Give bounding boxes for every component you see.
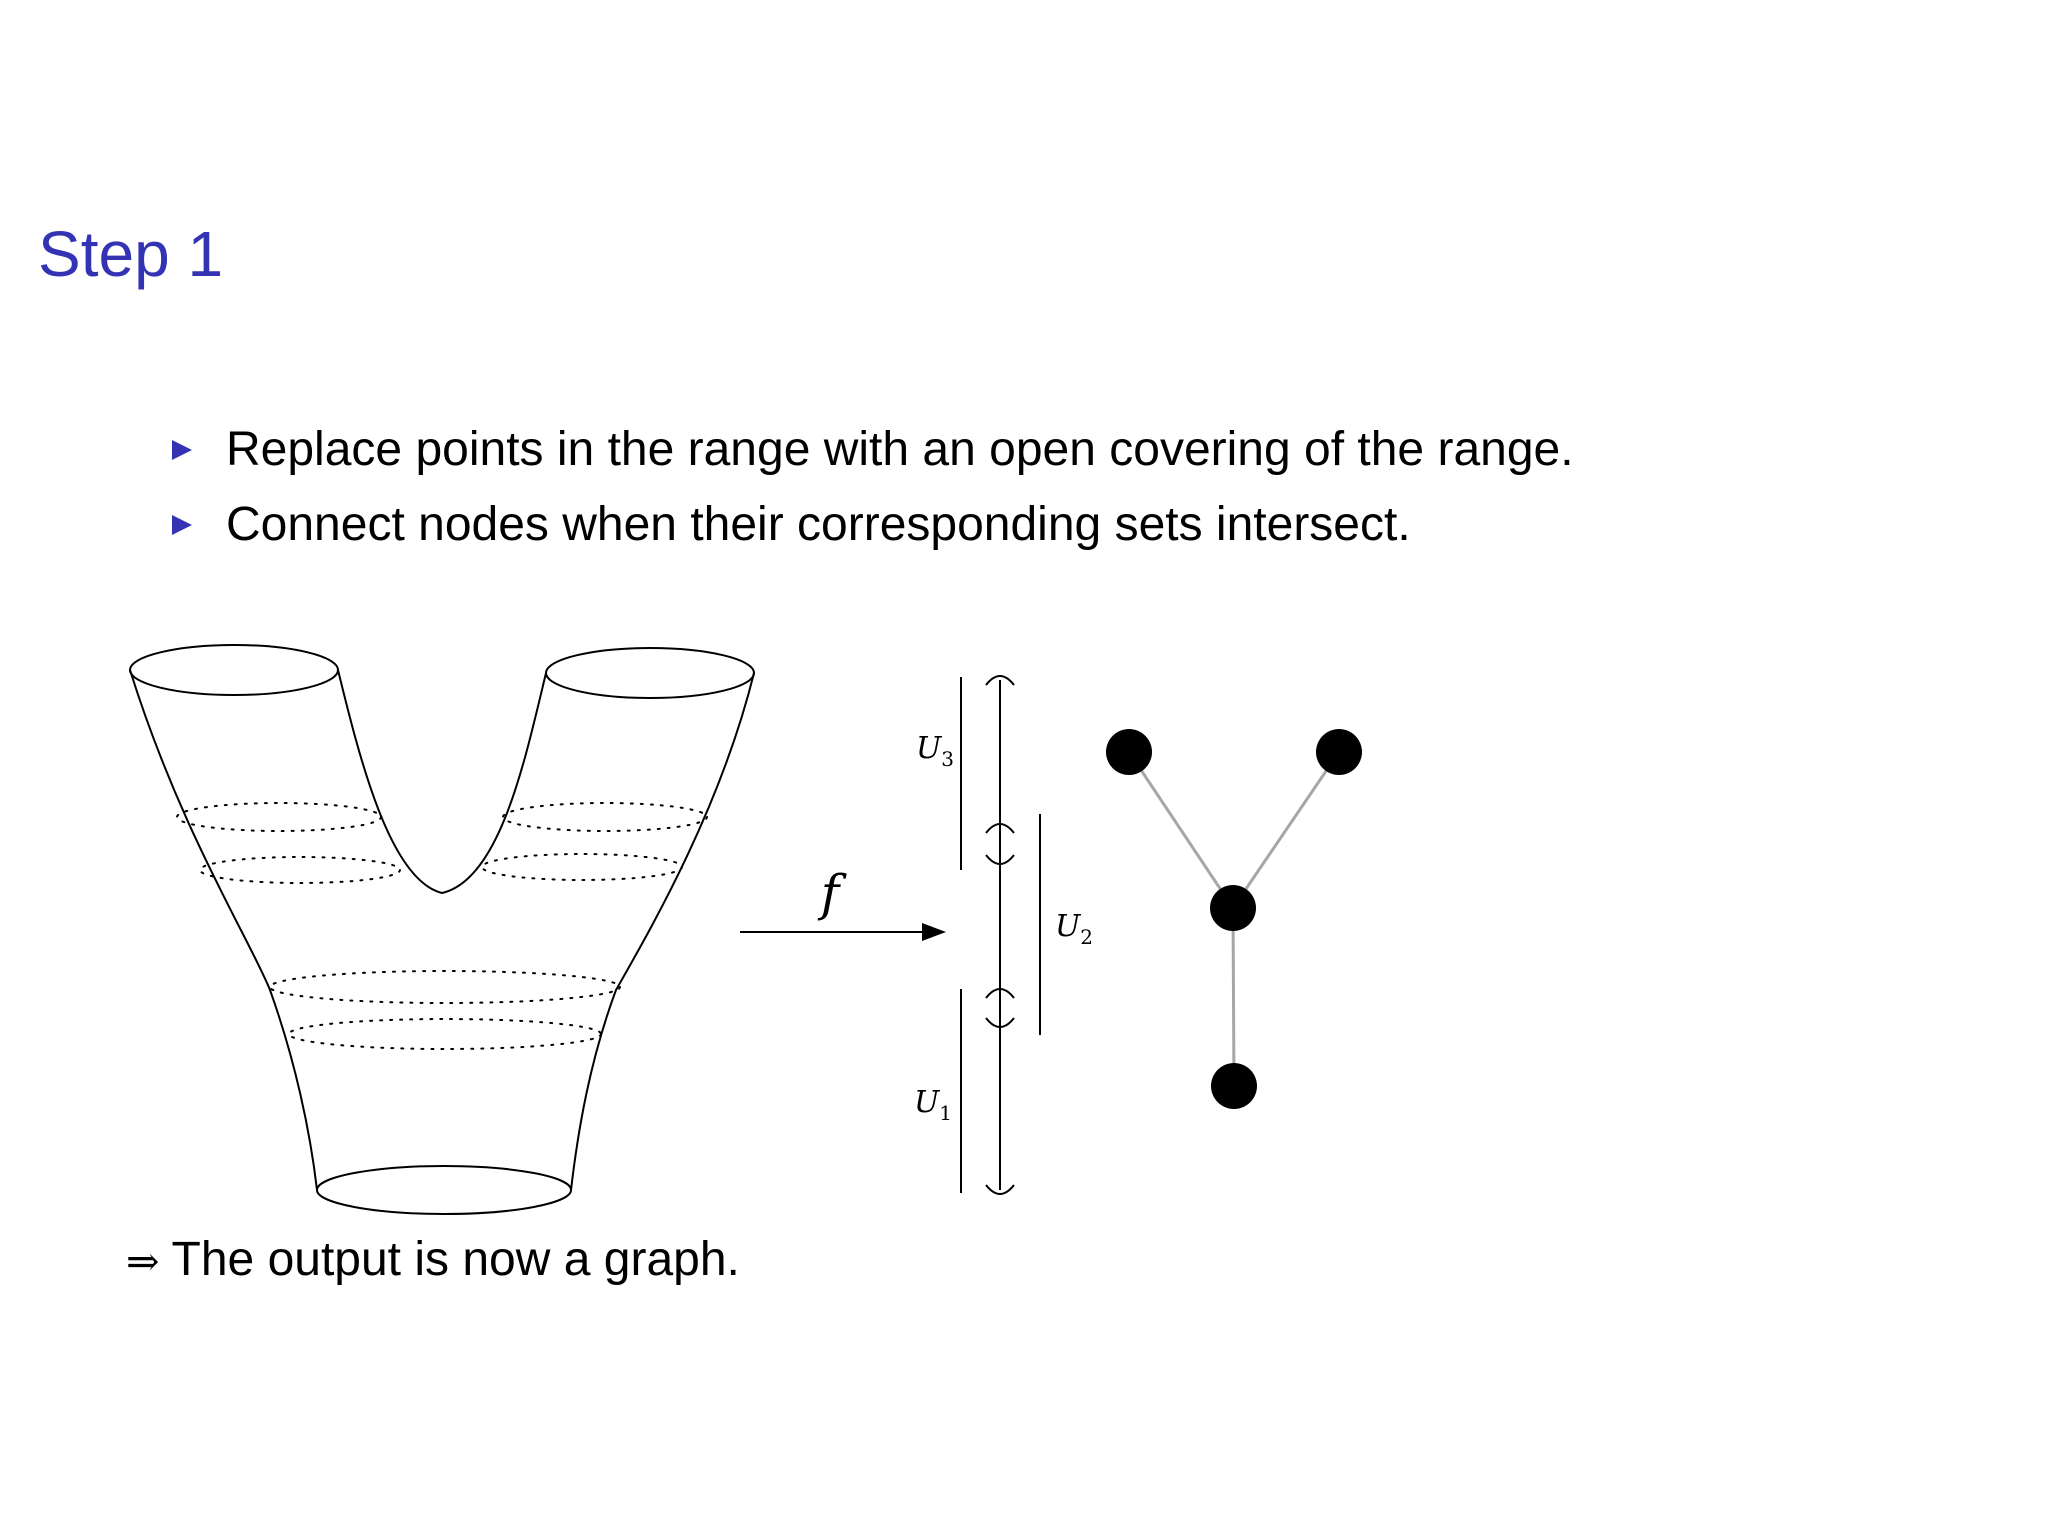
u2-open-bottom: [985, 1017, 1015, 1028]
graph-edge: [1231, 751, 1341, 909]
outer-left-side: [129, 669, 318, 1191]
level-sets: [176, 802, 708, 1050]
cover-label-u1: U1: [914, 1085, 952, 1125]
map-arrow: f: [740, 864, 946, 941]
u1-open-top: [985, 988, 1015, 999]
bullet-item: Connect nodes when their corresponding s…: [172, 487, 1574, 562]
cover-label-u2: U2: [1055, 909, 1093, 949]
bullet-item: Replace points in the range with an open…: [172, 412, 1574, 487]
bullet-list: Replace points in the range with an open…: [172, 412, 1574, 562]
level-set-middle-lower: [288, 1018, 602, 1050]
crotch-curve: [337, 669, 547, 895]
graph-node-top-right: [1316, 729, 1362, 775]
bullet-text: Connect nodes when their corresponding s…: [226, 498, 1411, 551]
left-top-boundary: [129, 644, 339, 696]
level-set-right-lower: [481, 853, 683, 881]
implies-symbol: ⇒: [126, 1239, 160, 1285]
level-set-left-lower: [199, 856, 401, 884]
triangle-bullet-icon: [172, 514, 192, 535]
slide-title: Step 1: [38, 218, 224, 290]
right-top-boundary: [545, 647, 755, 699]
outer-right-side: [570, 672, 755, 1191]
u3-open-top: [985, 675, 1015, 686]
pants-surface: [129, 644, 755, 1215]
level-set-right-upper: [502, 802, 708, 832]
graph-edge: [1231, 907, 1236, 1087]
graph-node-top-left: [1106, 729, 1152, 775]
graph-node-center: [1210, 885, 1256, 931]
u3-open-bottom: [985, 854, 1015, 865]
range-cover: [960, 675, 1041, 1195]
triangle-bullet-icon: [172, 439, 192, 460]
u1-open-bottom: [985, 1184, 1015, 1195]
bullet-text: Replace points in the range with an open…: [226, 423, 1574, 476]
graph-node-bottom: [1211, 1063, 1257, 1109]
bottom-boundary: [316, 1165, 572, 1215]
arrow-head-icon: [922, 923, 946, 941]
output-graph: [1106, 729, 1362, 1109]
level-set-left-upper: [176, 802, 382, 832]
conclusion: ⇒The output is now a graph.: [126, 1232, 740, 1287]
graph-edge: [1127, 751, 1235, 909]
cover-label-u3: U3: [916, 731, 954, 771]
cover-labels: U3 U2 U1: [914, 731, 1093, 1125]
conclusion-text: The output is now a graph.: [171, 1233, 740, 1286]
level-set-middle-upper: [269, 970, 621, 1004]
u2-open-top: [985, 823, 1015, 834]
map-label: f: [817, 864, 847, 922]
